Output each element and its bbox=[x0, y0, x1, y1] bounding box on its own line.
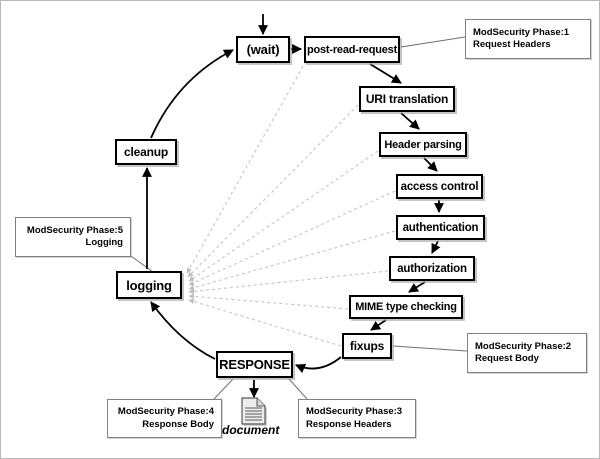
document-icon-lines bbox=[245, 407, 262, 421]
dashed-edge-post-read-to-logging bbox=[186, 60, 307, 274]
edge-cleanup-to-wait bbox=[150, 49, 234, 139]
edge-authz-to-mime bbox=[408, 281, 426, 293]
dashed-edge-header-to-logging bbox=[188, 150, 379, 282]
document-label: document bbox=[222, 423, 279, 437]
node-wait[interactable]: (wait) bbox=[236, 36, 290, 63]
node-cleanup[interactable]: cleanup bbox=[115, 139, 177, 165]
dashed-edge-authz-to-logging bbox=[188, 270, 389, 295]
node-authorization[interactable]: authorization bbox=[389, 256, 475, 281]
edge-auth-to-authz bbox=[431, 240, 441, 254]
node-header-parsing[interactable]: Header parsing bbox=[379, 132, 467, 157]
edge-uri-to-header bbox=[400, 112, 420, 130]
edge-fixups-to-response bbox=[295, 356, 342, 374]
dashed-edge-access-to-logging bbox=[188, 190, 396, 286]
node-mime-type-checking-label: MIME type checking bbox=[355, 301, 457, 313]
note-phase1-line1: ModSecurity Phase:1 bbox=[473, 26, 570, 38]
connector-phase2 bbox=[392, 345, 468, 352]
node-authentication-label: authentication bbox=[402, 221, 479, 234]
node-logging[interactable]: logging bbox=[116, 271, 182, 299]
note-phase3-line1: ModSecurity Phase:3 bbox=[306, 406, 403, 417]
node-response-label: RESPONSE bbox=[219, 357, 290, 372]
solid-edges-group bbox=[142, 14, 444, 398]
node-wait-label: (wait) bbox=[246, 42, 280, 57]
node-logging-label: logging bbox=[126, 277, 172, 293]
node-fixups-label: fixups bbox=[349, 339, 385, 353]
note-modsecurity-phase-5: ModSecurity Phase:5 Logging bbox=[15, 217, 131, 257]
connector-phase3 bbox=[288, 378, 308, 400]
dashed-edge-fixups-to-logging bbox=[188, 298, 342, 347]
note-phase3-line2: Response Headers bbox=[306, 418, 392, 430]
note-phase2-line1: ModSecurity Phase:2 bbox=[475, 340, 572, 352]
note-modsecurity-phase-4: ModSecurity Phase:4 Response Body bbox=[107, 399, 222, 438]
document-icon bbox=[241, 397, 267, 426]
node-post-read-request-label: post-read-request bbox=[306, 43, 398, 56]
edge-response-to-logging bbox=[150, 301, 216, 360]
edge-mime-to-fixups bbox=[370, 319, 387, 331]
document-icon-fold bbox=[256, 398, 265, 407]
node-access-control-label: access control bbox=[400, 180, 479, 193]
note-phase4-line2: Response Body bbox=[142, 418, 214, 430]
note-connector-group bbox=[130, 36, 468, 400]
note-phase5-line2: Logging bbox=[85, 237, 123, 248]
node-mime-type-checking[interactable]: MIME type checking bbox=[349, 295, 463, 319]
edge-post-read-to-uri bbox=[369, 63, 402, 84]
node-post-read-request[interactable]: post-read-request bbox=[304, 36, 400, 63]
node-header-parsing-label: Header parsing bbox=[384, 138, 462, 151]
node-uri-translation[interactable]: URI translation bbox=[359, 86, 455, 112]
note-modsecurity-phase-2: ModSecurity Phase:2 Request Body bbox=[467, 333, 587, 373]
node-fixups[interactable]: fixups bbox=[342, 333, 392, 359]
document-label-text: document bbox=[222, 423, 280, 437]
node-access-control[interactable]: access control bbox=[396, 174, 483, 199]
note-modsecurity-phase-3: ModSecurity Phase:3 Response Headers bbox=[298, 399, 416, 438]
note-modsecurity-phase-1: ModSecurity Phase:1 Request Headers bbox=[465, 19, 591, 59]
node-authorization-label: authorization bbox=[397, 262, 467, 275]
connector-phase5 bbox=[130, 255, 154, 273]
note-phase1-line2: Request Headers bbox=[473, 39, 551, 50]
note-phase4-line1: ModSecurity Phase:4 bbox=[117, 406, 214, 417]
connector-phase4 bbox=[213, 378, 234, 400]
dashed-edge-mime-to-logging bbox=[188, 293, 349, 310]
node-response[interactable]: RESPONSE bbox=[216, 351, 293, 378]
node-cleanup-label: cleanup bbox=[124, 145, 168, 159]
node-uri-translation-label: URI translation bbox=[365, 92, 449, 106]
node-authentication[interactable]: authentication bbox=[396, 215, 485, 240]
note-phase2-line2: Request Body bbox=[475, 353, 539, 364]
edge-header-to-access bbox=[423, 157, 438, 172]
dashed-edge-uri-to-logging bbox=[187, 104, 359, 278]
dashed-edges-group bbox=[186, 60, 396, 347]
connector-phase1 bbox=[400, 36, 466, 48]
note-phase5-line1: ModSecurity Phase:5 bbox=[26, 224, 123, 236]
